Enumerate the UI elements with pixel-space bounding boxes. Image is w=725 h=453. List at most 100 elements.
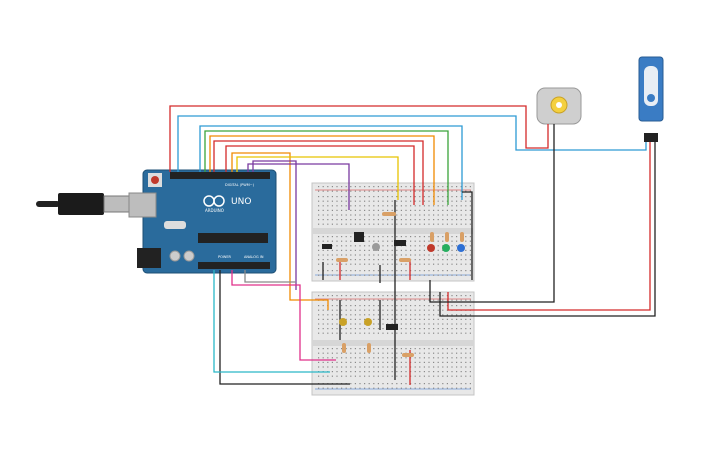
- breadboard-hole: [460, 318, 462, 320]
- breadboard-hole: [318, 366, 320, 368]
- breadboard-hole: [354, 214, 356, 216]
- breadboard-hole: [391, 270, 393, 272]
- breadboard-hole: [373, 323, 375, 325]
- breadboard-hole: [469, 314, 471, 316]
- breadboard-hole: [433, 348, 435, 350]
- breadboard-hole: [460, 186, 462, 188]
- breadboard-hole: [437, 348, 439, 350]
- breadboard-hole: [465, 357, 467, 359]
- breadboard-hole: [318, 387, 320, 389]
- breadboard-hole: [428, 209, 430, 211]
- breadboard-hole: [433, 328, 435, 330]
- breadboard-hole: [410, 205, 412, 207]
- breadboard-hole: [359, 375, 361, 377]
- breadboard-hole: [322, 214, 324, 216]
- breadboard-hole: [414, 196, 416, 198]
- breadboard-hole: [359, 196, 361, 198]
- breadboard-hole: [456, 223, 458, 225]
- analog-header-label: ANALOG IN: [244, 255, 264, 259]
- breadboard-hole: [377, 383, 379, 385]
- breadboard-hole: [318, 214, 320, 216]
- breadboard-hole: [460, 305, 462, 307]
- breadboard-hole: [322, 236, 324, 238]
- breadboard-hole: [336, 352, 338, 354]
- breadboard-hole: [331, 249, 333, 251]
- breadboard-hole: [331, 318, 333, 320]
- breadboard-hole: [391, 314, 393, 316]
- breadboard-hole: [345, 318, 347, 320]
- breadboard-hole: [396, 196, 398, 198]
- breadboard-hole: [331, 295, 333, 297]
- breadboard-hole: [410, 196, 412, 198]
- breadboard-hole: [373, 196, 375, 198]
- breadboard-hole: [359, 186, 361, 188]
- breadboard-hole: [400, 328, 402, 330]
- breadboard-hole: [419, 254, 421, 256]
- breadboard-hole: [451, 314, 453, 316]
- breadboard-hole: [410, 223, 412, 225]
- breadboard-hole: [318, 352, 320, 354]
- breadboard-hole: [456, 196, 458, 198]
- breadboard-hole: [377, 361, 379, 363]
- breadboard-hole: [377, 318, 379, 320]
- breadboard-hole: [345, 186, 347, 188]
- breadboard-hole: [446, 214, 448, 216]
- breadboard-hole: [428, 323, 430, 325]
- breadboard-hole: [364, 205, 366, 207]
- breadboard-hole: [331, 209, 333, 211]
- breadboard-hole: [345, 357, 347, 359]
- breadboard-hole: [469, 352, 471, 354]
- breadboard-hole: [396, 209, 398, 211]
- breadboard-hole: [331, 332, 333, 334]
- breadboard-hole: [423, 371, 425, 373]
- breadboard-hole: [414, 209, 416, 211]
- breadboard-hole: [377, 357, 379, 359]
- breadboard-hole: [465, 352, 467, 354]
- breadboard-hole: [364, 259, 366, 261]
- breadboard-hole: [364, 263, 366, 265]
- breadboard-hole: [318, 205, 320, 207]
- breadboard-hole: [456, 295, 458, 297]
- breadboard-hole: [318, 348, 320, 350]
- breadboard-hole: [414, 332, 416, 334]
- breadboard-hole: [428, 270, 430, 272]
- breadboard-hole: [354, 309, 356, 311]
- breadboard-hole: [414, 366, 416, 368]
- breadboard-hole: [396, 375, 398, 377]
- breadboard-hole: [414, 357, 416, 359]
- breadboard-hole: [322, 186, 324, 188]
- breadboard-hole: [391, 219, 393, 221]
- breadboard-hole: [451, 348, 453, 350]
- breadboard-hole: [364, 387, 366, 389]
- resistor-9: [402, 353, 414, 357]
- breadboard-hole: [428, 366, 430, 368]
- breadboard-hole: [437, 223, 439, 225]
- breadboard-hole: [419, 236, 421, 238]
- breadboard-hole: [359, 305, 361, 307]
- breadboard-hole: [354, 352, 356, 354]
- breadboard-hole: [382, 186, 384, 188]
- breadboard-hole: [433, 352, 435, 354]
- breadboard-hole: [469, 190, 471, 192]
- breadboard-hole: [336, 348, 338, 350]
- breadboard-hole: [387, 259, 389, 261]
- breadboard-hole: [428, 361, 430, 363]
- breadboard-hole: [465, 223, 467, 225]
- breadboard-hole: [373, 236, 375, 238]
- breadboard-hole: [442, 236, 444, 238]
- breadboard-hole: [373, 309, 375, 311]
- breadboard-hole: [331, 259, 333, 261]
- breadboard-hole: [318, 263, 320, 265]
- breadboard-hole: [437, 375, 439, 377]
- breadboard-hole: [465, 263, 467, 265]
- breadboard-hole: [414, 371, 416, 373]
- breadboard-hole: [433, 214, 435, 216]
- breadboard-hole: [465, 186, 467, 188]
- breadboard-hole: [423, 383, 425, 385]
- breadboard-hole: [350, 375, 352, 377]
- breadboard-hole: [410, 214, 412, 216]
- breadboard-hole: [396, 361, 398, 363]
- breadboard-hole: [396, 274, 398, 276]
- breadboard-hole: [405, 270, 407, 272]
- breadboard-hole: [373, 318, 375, 320]
